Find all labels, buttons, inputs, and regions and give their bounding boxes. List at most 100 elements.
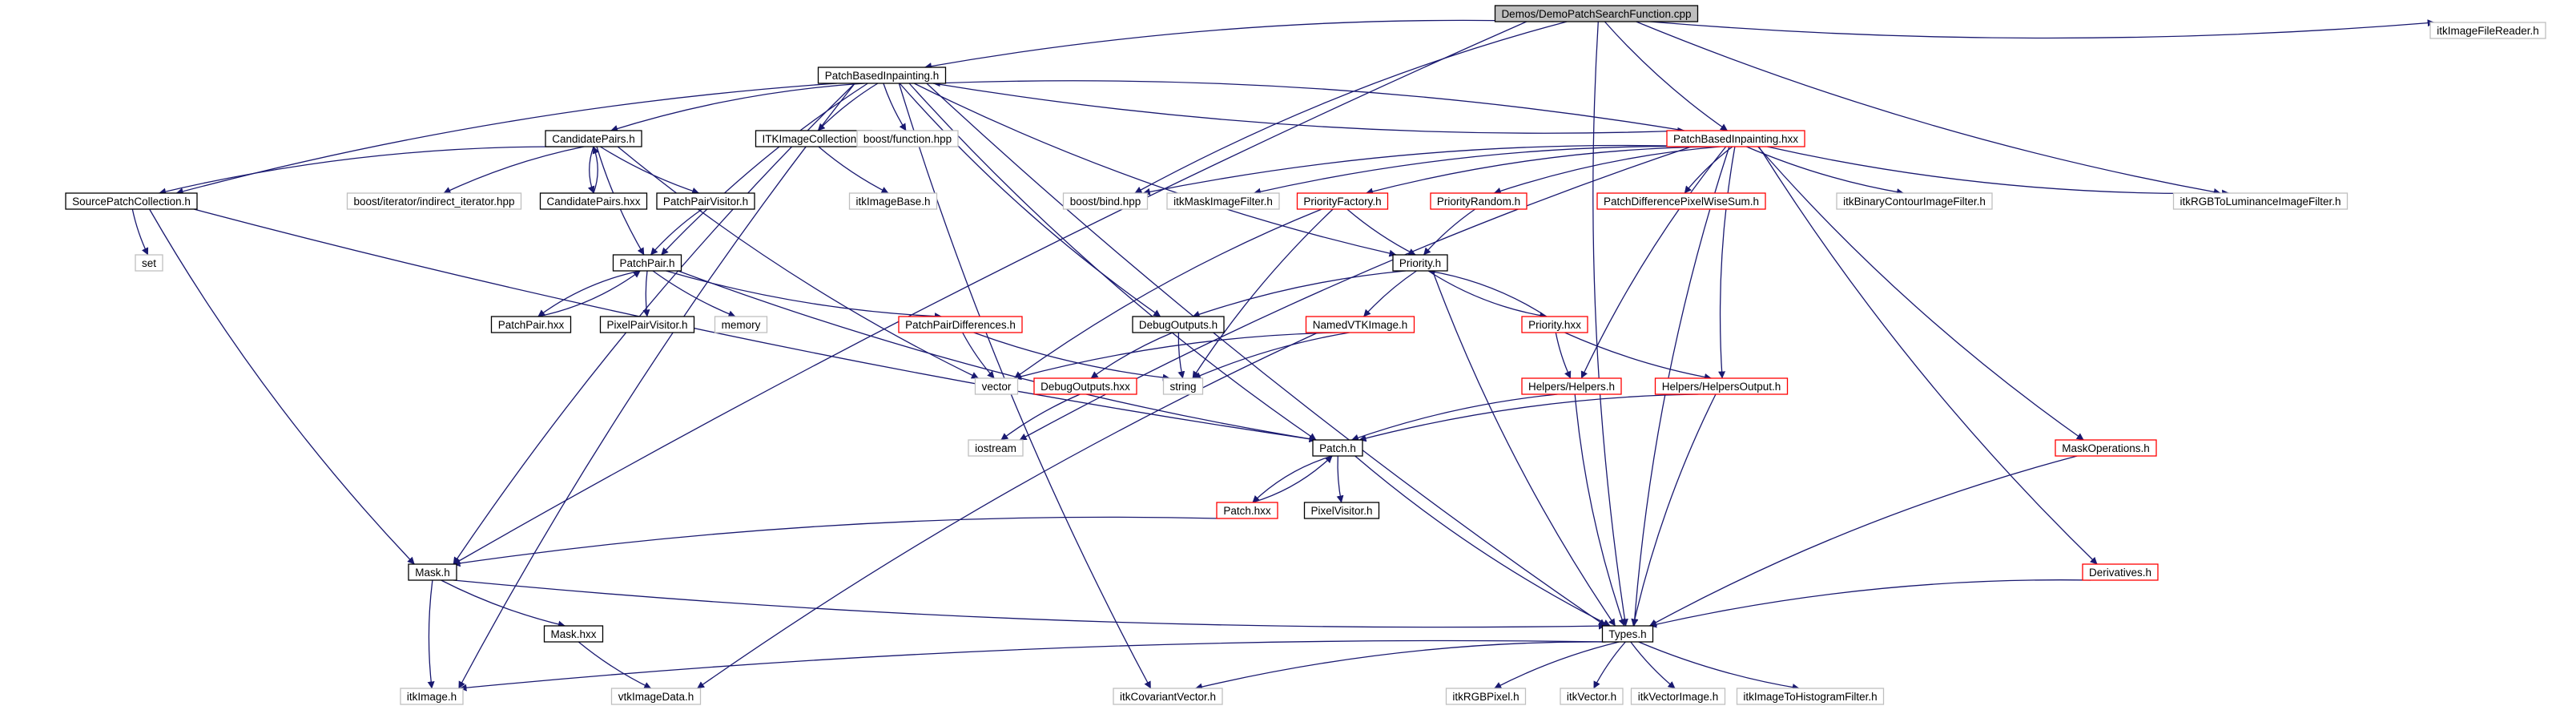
- node-priorityrandom-h[interactable]: PriorityRandom.h: [1430, 192, 1527, 210]
- node-label: PixelPairVisitor.h: [606, 319, 687, 331]
- node-box: [539, 192, 648, 210]
- node-patch-h[interactable]: Patch.h: [1312, 439, 1363, 457]
- node-set[interactable]: set: [135, 254, 163, 272]
- node-candpairs-h[interactable]: CandidatePairs.h: [545, 130, 642, 147]
- node-priority-h[interactable]: Priority.h: [1392, 254, 1448, 272]
- node-pbi-h[interactable]: PatchBasedInpainting.h: [817, 67, 947, 84]
- node-label: Priority.hxx: [1528, 319, 1581, 331]
- edge-pbi-hxx-to-itkmaskfilter: [1253, 146, 1705, 196]
- node-label: itkBinaryContourImageFilter.h: [1843, 196, 1986, 208]
- node-box: [1216, 502, 1278, 519]
- node-itkimage[interactable]: itkImage.h: [400, 688, 464, 705]
- node-pdiffpixelwisesum-h[interactable]: PatchDifferencePixelWiseSum.h: [1596, 192, 1766, 210]
- node-label: PatchPairVisitor.h: [663, 196, 748, 208]
- node-itkrgbpixel[interactable]: itkRGBPixel.h: [1445, 688, 1527, 705]
- nodes-layer: Demos/DemoPatchSearchFunction.cppPatchBa…: [65, 5, 2546, 705]
- edge-pbi-hxx-to-priorityfactory-h: [1366, 146, 1713, 196]
- node-boostbind[interactable]: boost/bind.hpp: [1062, 192, 1149, 210]
- node-helpersoutput-h[interactable]: Helpers/HelpersOutput.h: [1654, 377, 1789, 395]
- node-box: [400, 688, 464, 705]
- edge-types-h-to-itkvectorimage: [1630, 641, 1676, 689]
- edge-debugoutputs-h-to-string: [1177, 332, 1185, 379]
- node-debugoutputs-h[interactable]: DebugOutputs.h: [1132, 316, 1225, 333]
- node-label: PatchPair.hxx: [498, 319, 565, 331]
- edge-patchpairdiffs-h-to-string: [973, 332, 1170, 381]
- node-priorityfactory-h[interactable]: PriorityFactory.h: [1296, 192, 1389, 210]
- node-demo[interactable]: Demos/DemoPatchSearchFunction.cpp: [1494, 5, 1699, 22]
- node-itkimagetohist[interactable]: itkImageToHistogramFilter.h: [1736, 688, 1885, 705]
- node-patchpairvisitor-h[interactable]: PatchPairVisitor.h: [656, 192, 755, 210]
- edge-helpersoutput-h-to-patch-h: [1358, 393, 1699, 442]
- edge-types-h-to-itkrgbpixel: [1494, 641, 1620, 689]
- node-types-h[interactable]: Types.h: [1601, 625, 1654, 643]
- node-itkrgbtolum[interactable]: itkRGBToLuminanceImageFilter.h: [2172, 192, 2349, 210]
- node-boostindirect[interactable]: boost/iterator/indirect_iterator.hpp: [346, 192, 522, 210]
- edge-priority-hxx-to-helpers-h: [1555, 332, 1572, 379]
- node-patch-hxx[interactable]: Patch.hxx: [1216, 502, 1278, 519]
- node-helpers-h[interactable]: Helpers/Helpers.h: [1521, 377, 1622, 395]
- node-label: Demos/DemoPatchSearchFunction.cpp: [1501, 8, 1691, 20]
- node-namedvtkimage-h[interactable]: NamedVTKImage.h: [1305, 316, 1415, 333]
- node-pbi-hxx[interactable]: PatchBasedInpainting.hxx: [1666, 130, 1805, 147]
- node-pixelvisitor-h[interactable]: PixelVisitor.h: [1303, 502, 1380, 519]
- node-candpairs-hxx[interactable]: CandidatePairs.hxx: [539, 192, 648, 210]
- node-itkmaskfilter[interactable]: itkMaskImageFilter.h: [1166, 192, 1280, 210]
- node-box: [2082, 563, 2159, 581]
- node-memory[interactable]: memory: [714, 316, 768, 333]
- edge-namedvtkimage-h-to-vtkimagedata: [697, 332, 1318, 689]
- node-string[interactable]: string: [1162, 377, 1204, 395]
- node-itkvectorimage[interactable]: itkVectorImage.h: [1630, 688, 1726, 705]
- node-itkbinarycontour[interactable]: itkBinaryContourImageFilter.h: [1836, 192, 1993, 210]
- edge-pbi-h-to-boostfunction: [883, 83, 907, 131]
- edge-demo-to-pbi-hxx: [1604, 21, 1728, 131]
- node-itkfilereader[interactable]: itkImageFileReader.h: [2429, 22, 2546, 39]
- node-label: Helpers/Helpers.h: [1528, 381, 1615, 393]
- node-box: [346, 192, 522, 210]
- node-label: PatchDifferencePixelWiseSum.h: [1604, 196, 1759, 208]
- edge-priority-h-to-namedvtkimage-h: [1363, 270, 1417, 317]
- node-priority-hxx[interactable]: Priority.hxx: [1521, 316, 1588, 333]
- node-patchpair-h[interactable]: PatchPair.h: [612, 254, 682, 272]
- node-patchpair-hxx[interactable]: PatchPair.hxx: [490, 316, 572, 333]
- node-srcpatchcoll-h[interactable]: SourcePatchCollection.h: [65, 192, 198, 210]
- edge-helpers-h-to-patch-h: [1351, 393, 1558, 442]
- node-debugoutputs-hxx[interactable]: DebugOutputs.hxx: [1033, 377, 1137, 395]
- node-iostream[interactable]: iostream: [968, 439, 1024, 457]
- node-vtkimagedata[interactable]: vtkImageData.h: [610, 688, 702, 705]
- node-vector[interactable]: vector: [974, 377, 1019, 395]
- node-itkvector[interactable]: itkVector.h: [1560, 688, 1624, 705]
- node-box: [1166, 192, 1280, 210]
- node-box: [817, 67, 947, 84]
- node-label: PatchPair.h: [619, 257, 674, 269]
- node-itkcovvector[interactable]: itkCovariantVector.h: [1113, 688, 1223, 705]
- node-patchpairdiffs-h[interactable]: PatchPairDifferences.h: [898, 316, 1023, 333]
- node-label: itkCovariantVector.h: [1120, 691, 1216, 703]
- edge-demo-to-types-h: [1592, 21, 1628, 627]
- node-boostfunction[interactable]: boost/function.hpp: [856, 130, 959, 147]
- edge-patch-hxx-to-patch-h: [1252, 455, 1333, 503]
- node-derivatives-h[interactable]: Derivatives.h: [2082, 563, 2159, 581]
- node-box: [1560, 688, 1624, 705]
- node-label: DebugOutputs.hxx: [1040, 381, 1130, 393]
- node-box: [2172, 192, 2349, 210]
- node-pixelpairvisitor-h[interactable]: PixelPairVisitor.h: [599, 316, 695, 333]
- node-box: [545, 130, 642, 147]
- edge-debugoutputs-h-to-debugoutputs-hxx: [1090, 332, 1173, 379]
- edge-priority-h-to-debugoutputs-h: [1192, 270, 1406, 318]
- edge-helpers-h-to-types-h: [1574, 393, 1626, 627]
- edge-priorityfactory-h-to-priority-h: [1346, 208, 1416, 256]
- node-mask-h[interactable]: Mask.h: [408, 563, 457, 581]
- node-box: [490, 316, 572, 333]
- node-label: itkRGBPixel.h: [1452, 691, 1519, 703]
- node-box: [1392, 254, 1448, 272]
- node-label: Derivatives.h: [2089, 567, 2151, 579]
- node-label: NamedVTKImage.h: [1313, 319, 1408, 331]
- node-mask-hxx[interactable]: Mask.hxx: [543, 625, 604, 643]
- node-maskops-h[interactable]: MaskOperations.h: [2055, 439, 2157, 457]
- edge-pbi-hxx-to-pdiffpixelwisesum-h: [1684, 146, 1733, 194]
- edge-patchpair-h-to-patchpair-hxx: [537, 270, 641, 317]
- edge-pbi-hxx-to-priorityrandom-h: [1493, 146, 1721, 195]
- node-label: boost/function.hpp: [863, 133, 952, 145]
- node-itkimgcoll-h[interactable]: ITKImageCollection.h: [755, 130, 873, 147]
- node-itkimagebase[interactable]: itkImageBase.h: [848, 192, 938, 210]
